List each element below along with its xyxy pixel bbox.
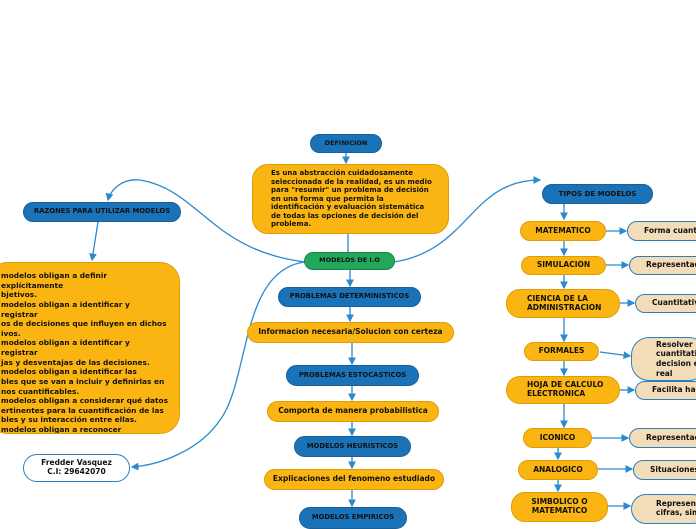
node-ciencia[interactable]: CIENCIA DE LA ADMINISTRACION (506, 289, 620, 318)
node-hoja-calculo[interactable]: HOJA DE CALCULO ELECTRONICA (506, 376, 620, 404)
node-explicaciones-fenomeno[interactable]: Explicaciones del fenomeno estudiado (264, 469, 444, 490)
node-modelos-io[interactable]: MODELOS DE I.O (304, 252, 395, 270)
edge-modelos-autor (130, 261, 306, 471)
node-razones-text[interactable]: modelos obligan a definir explícitamente… (0, 262, 180, 434)
node-formales-desc[interactable]: Resolver p cuantitativ decision e real (631, 337, 696, 381)
edge-modelos-tipos (393, 176, 542, 263)
node-definicion[interactable]: DEFINICION (310, 134, 382, 153)
node-matematico-desc[interactable]: Forma cuantit (627, 221, 696, 241)
node-definicion-text[interactable]: Es una abstracción cuidadosamente selecc… (252, 164, 449, 234)
node-razones[interactable]: RAZONES PARA UTILIZAR MODELOS (23, 202, 181, 222)
edge-razones-text (89, 221, 99, 262)
node-informacion-necesaria[interactable]: Informacion necesaria/Solucion con certe… (247, 322, 454, 343)
node-comporta-probabilistica[interactable]: Comporta de manera probabilistica (267, 401, 439, 422)
node-analogico-desc[interactable]: Situaciones (633, 460, 696, 480)
node-simulacion[interactable]: SIMULACION (521, 256, 606, 275)
node-simbolico[interactable]: SIMBOLICO O MATEMATICO (511, 492, 608, 522)
node-formales[interactable]: FORMALES (524, 342, 599, 361)
node-simulacion-desc[interactable]: Representad (629, 256, 696, 275)
edge-formales-desc (599, 351, 632, 360)
edge-modelos-razones (105, 179, 306, 263)
node-matematico[interactable]: MATEMATICO (520, 221, 606, 241)
node-problemas-deterministicos[interactable]: PROBLEMAS DETERMINISTICOS (278, 287, 421, 307)
node-iconico[interactable]: ICONICO (523, 428, 592, 448)
node-ciencia-desc[interactable]: Cuantitativo (635, 294, 696, 313)
node-modelos-heuristicos[interactable]: MODELOS HEURISTICOS (294, 436, 411, 457)
node-autor[interactable]: Fredder Vasquez C.I: 29642070 (23, 454, 130, 482)
node-modelos-empiricos[interactable]: MODELOS EMPIRICOS (299, 507, 407, 529)
node-analogico[interactable]: ANALOGICO (518, 460, 598, 480)
node-hoja-desc[interactable]: Facilita hac (635, 381, 696, 400)
node-problemas-estocasticos[interactable]: PROBLEMAS ESTOCASTICOS (286, 365, 419, 386)
node-tipos-modelos[interactable]: TIPOS DE MODELOS (542, 184, 653, 204)
node-iconico-desc[interactable]: Representaci (629, 428, 696, 448)
